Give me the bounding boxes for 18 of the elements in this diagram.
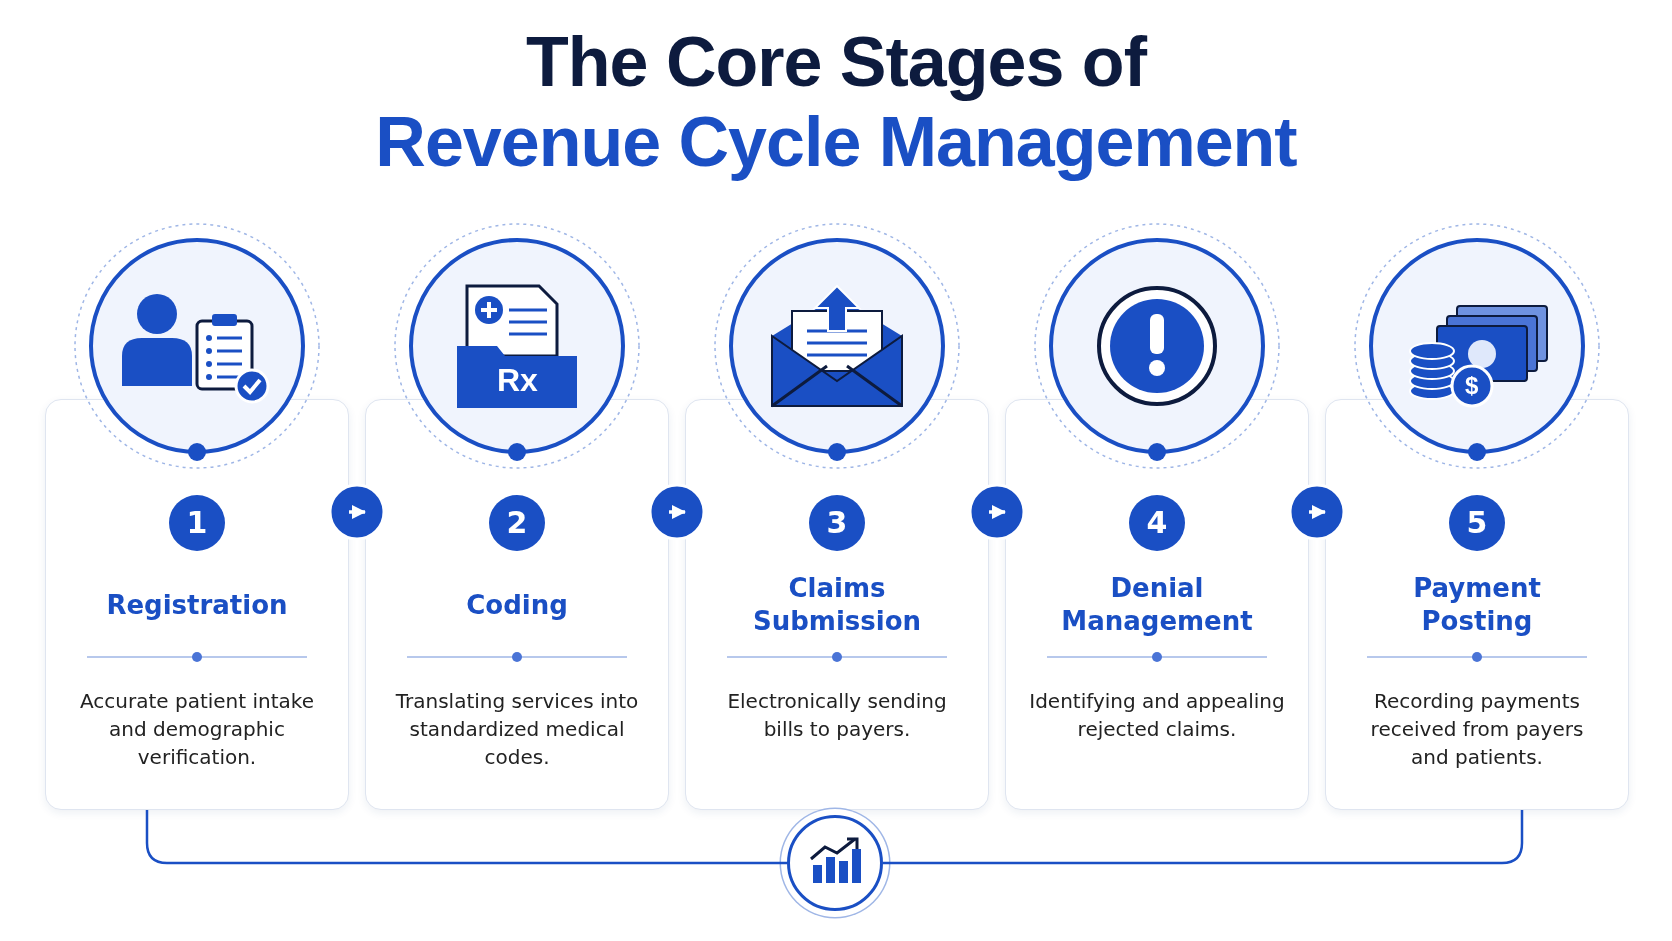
stage-description: Translating services into standardized medical codes. (394, 688, 640, 771)
stage-title: Denial Management (1060, 572, 1254, 638)
arrow (989, 505, 1006, 519)
arrow (1309, 505, 1326, 519)
connector-line (883, 810, 1524, 865)
arrow (669, 505, 686, 519)
stage-title: Coding (465, 588, 569, 622)
icon-symbol: Rx (497, 364, 538, 396)
stage-title: Payment Posting (1412, 572, 1542, 638)
stage-title: Registration (105, 588, 289, 622)
stage-title: Claims Submission (751, 572, 923, 638)
stage-description: Recording payments received from payers and patients. (1369, 688, 1585, 771)
connector-line (145, 810, 787, 865)
arrow (349, 505, 366, 519)
stage-description: Identifying and appealing rejected claims. (1029, 688, 1285, 743)
stage-description: Accurate patient intake and demographic verification. (79, 688, 315, 771)
title: The Core Stages of Revenue Cycle Management (374, 22, 1298, 182)
stage-description: Electronically sending bills to payers. (726, 688, 948, 743)
